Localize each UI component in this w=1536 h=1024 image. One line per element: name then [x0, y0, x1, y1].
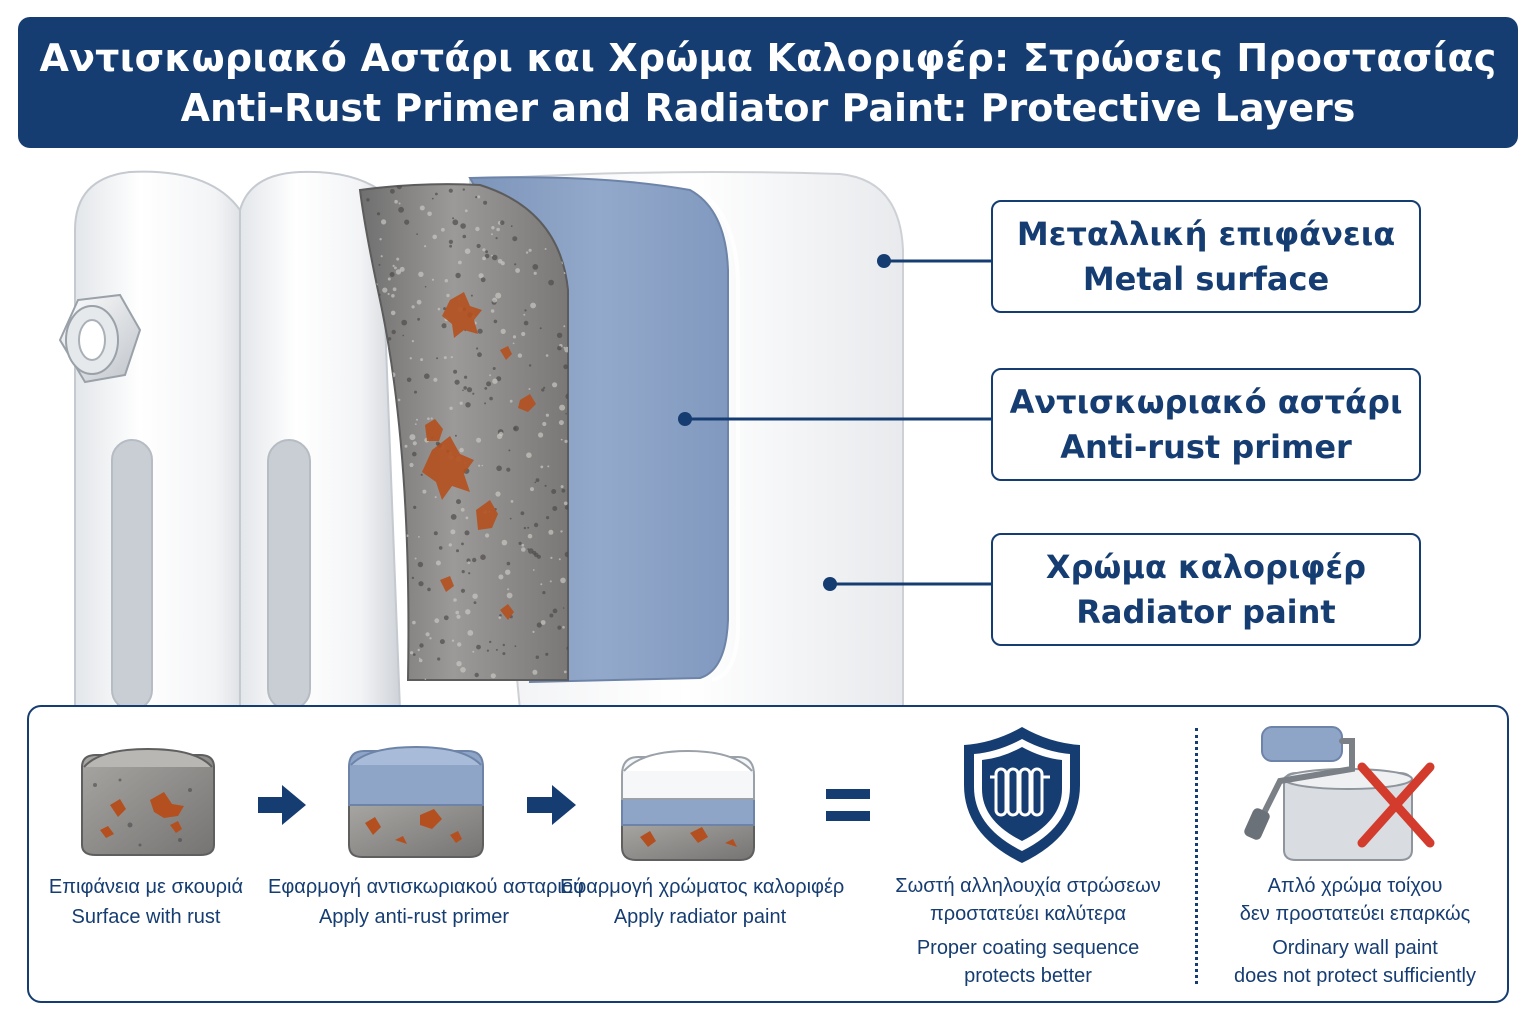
- radiator-column-left: [74, 170, 264, 710]
- step3-greek: Εφαρμογή χρώματος καλοριφέρ: [560, 876, 845, 898]
- step1-english: Surface with rust: [71, 906, 221, 928]
- step2-english: Apply anti-rust primer: [318, 906, 510, 928]
- warning-english-2: does not protect sufficiently: [1234, 965, 1476, 987]
- process-icons: [81, 726, 1435, 863]
- right-arrow-icon-2: [527, 785, 576, 825]
- result-greek-1: Σωστή αλληλουχία στρώσεων: [895, 875, 1161, 897]
- result-english-2: protects better: [964, 965, 1092, 987]
- warning-text: Απλό χρώμα τοίχου δεν προστατεύει επαρκώ…: [1215, 872, 1495, 990]
- label-paint-greek: Χρώμα καλοριφέρ: [1045, 547, 1367, 586]
- radiator-column-middle: [239, 170, 402, 710]
- step2-greek: Εφαρμογή αντισκωριακού ασταριού: [268, 876, 584, 898]
- step-apply-primer: Εφαρμογή αντισκωριακού ασταριού Apply an…: [268, 872, 584, 932]
- radiator-cutaway-illustration: [58, 170, 991, 710]
- label-paint-english: Radiator paint: [1076, 592, 1336, 631]
- label-primer-english: Anti-rust primer: [1060, 427, 1352, 466]
- warning-english-1: Ordinary wall paint: [1272, 937, 1438, 959]
- cross-mark-icon: [1357, 762, 1435, 848]
- label-metal-greek: Μεταλλική επιφάνεια: [1016, 214, 1396, 253]
- warning-greek-2: δεν προστατεύει επαρκώς: [1239, 903, 1471, 925]
- title-english: Anti-Rust Primer and Radiator Paint: Pro…: [180, 85, 1356, 130]
- label-radiator-paint: Χρώμα καλοριφέρ Radiator paint: [991, 533, 1421, 646]
- result-greek-2: προστατεύει καλύτερα: [929, 903, 1127, 925]
- title-greek: Αντισκωριακό Αστάρι και Χρώμα Καλοριφέρ:…: [39, 35, 1497, 80]
- warning-greek-1: Απλό χρώμα τοίχου: [1267, 875, 1443, 897]
- leader-metal: [877, 254, 991, 268]
- step-apply-paint: Εφαρμογή χρώματος καλοριφέρ Apply radiat…: [560, 872, 845, 932]
- painted-block-icon: [621, 749, 755, 861]
- shield-radiator-icon: [964, 727, 1080, 863]
- step1-greek: Επιφάνεια με σκουριά: [48, 876, 244, 898]
- label-metal-surface: Μεταλλική επιφάνεια Metal surface: [991, 200, 1421, 313]
- step3-english: Apply radiator paint: [613, 906, 787, 928]
- label-anti-rust-primer: Αντισκωριακό αστάρι Anti-rust primer: [991, 368, 1421, 481]
- equals-icon: [826, 789, 870, 821]
- rusted-block-icon: [81, 747, 215, 856]
- result-text: Σωστή αλληλουχία στρώσεων προστατεύει κα…: [878, 872, 1178, 990]
- leader-paint: [823, 577, 991, 591]
- step-rusted-surface: Επιφάνεια με σκουριά Surface with rust: [35, 872, 257, 932]
- valve-nut-icon: [58, 293, 142, 384]
- leader-primer: [678, 412, 991, 426]
- primer-block-icon: [348, 745, 484, 858]
- result-english-1: Proper coating sequence: [916, 937, 1140, 959]
- title-banner: Αντισκωριακό Αστάρι και Χρώμα Καλοριφέρ:…: [18, 17, 1518, 148]
- right-arrow-icon: [258, 785, 306, 825]
- paint-roller-icon: [1244, 726, 1413, 861]
- label-metal-english: Metal surface: [1082, 259, 1330, 298]
- label-primer-greek: Αντισκωριακό αστάρι: [1009, 382, 1403, 421]
- panel-separator: [1195, 728, 1198, 984]
